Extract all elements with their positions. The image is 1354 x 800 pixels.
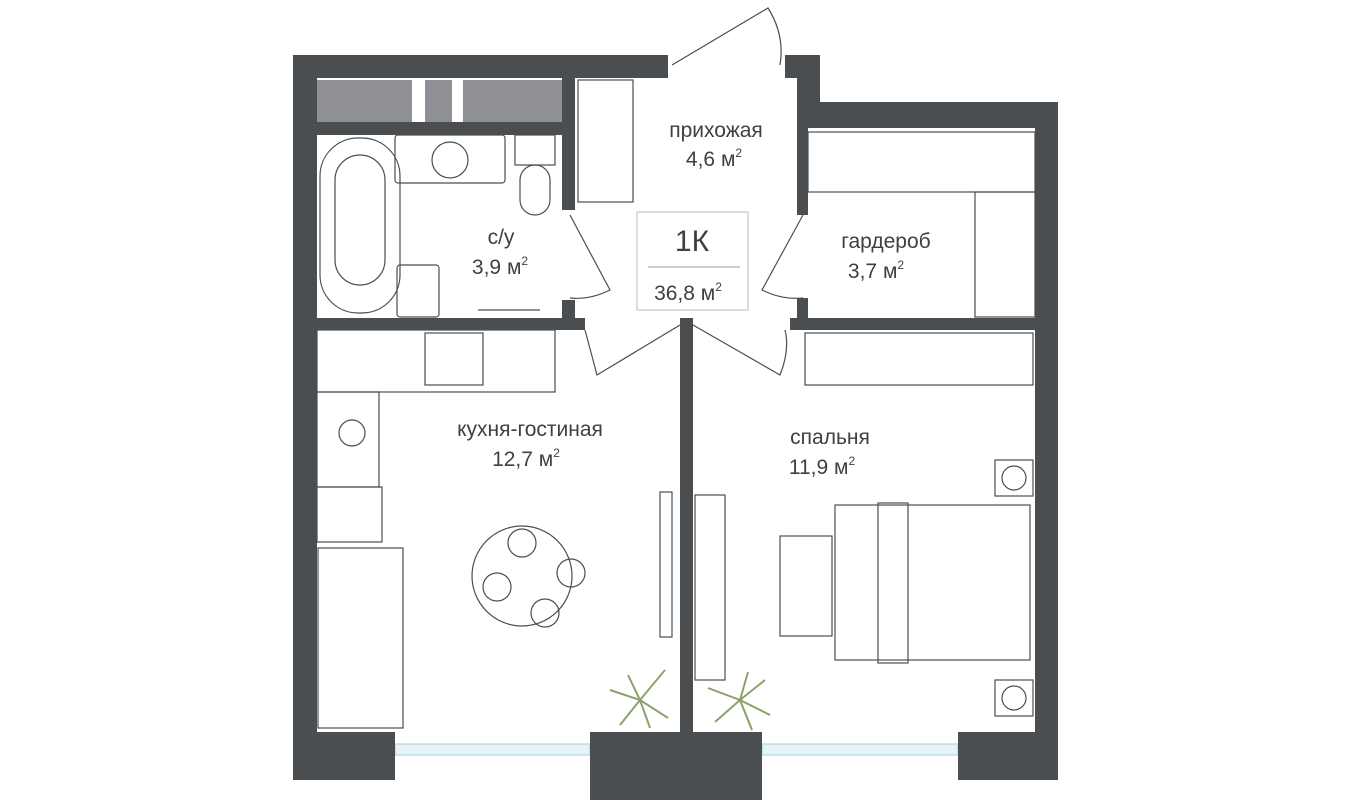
bedroom-fixtures xyxy=(779,459,1034,717)
walls xyxy=(293,55,1058,800)
room-name-bedroom: спальня xyxy=(790,426,870,449)
total-area: 36,8 м2 xyxy=(654,280,722,305)
wardrobe-fixtures xyxy=(804,131,1036,386)
plant-icon xyxy=(609,669,771,731)
room-area-hallway: 4,6 м2 xyxy=(686,146,742,171)
kitchen-fixtures xyxy=(316,329,726,729)
room-area-kitchen-living: 12,7 м2 xyxy=(492,446,560,471)
room-name-bathroom: с/у xyxy=(488,226,515,249)
plan-summary-box xyxy=(636,211,749,311)
room-area-wardrobe: 3,7 м2 xyxy=(848,258,904,283)
room-name-kitchen-living: кухня-гостиная xyxy=(457,418,603,441)
room-area-bedroom: 11,9 м2 xyxy=(789,454,856,479)
doors xyxy=(569,7,804,376)
bathroom-fixtures xyxy=(319,79,634,318)
apartment-type: 1К xyxy=(675,225,710,258)
room-name-wardrobe: гардероб xyxy=(841,230,930,253)
room-name-hallway: прихожая xyxy=(669,119,763,142)
room-area-bathroom: 3,9 м2 xyxy=(472,254,528,279)
